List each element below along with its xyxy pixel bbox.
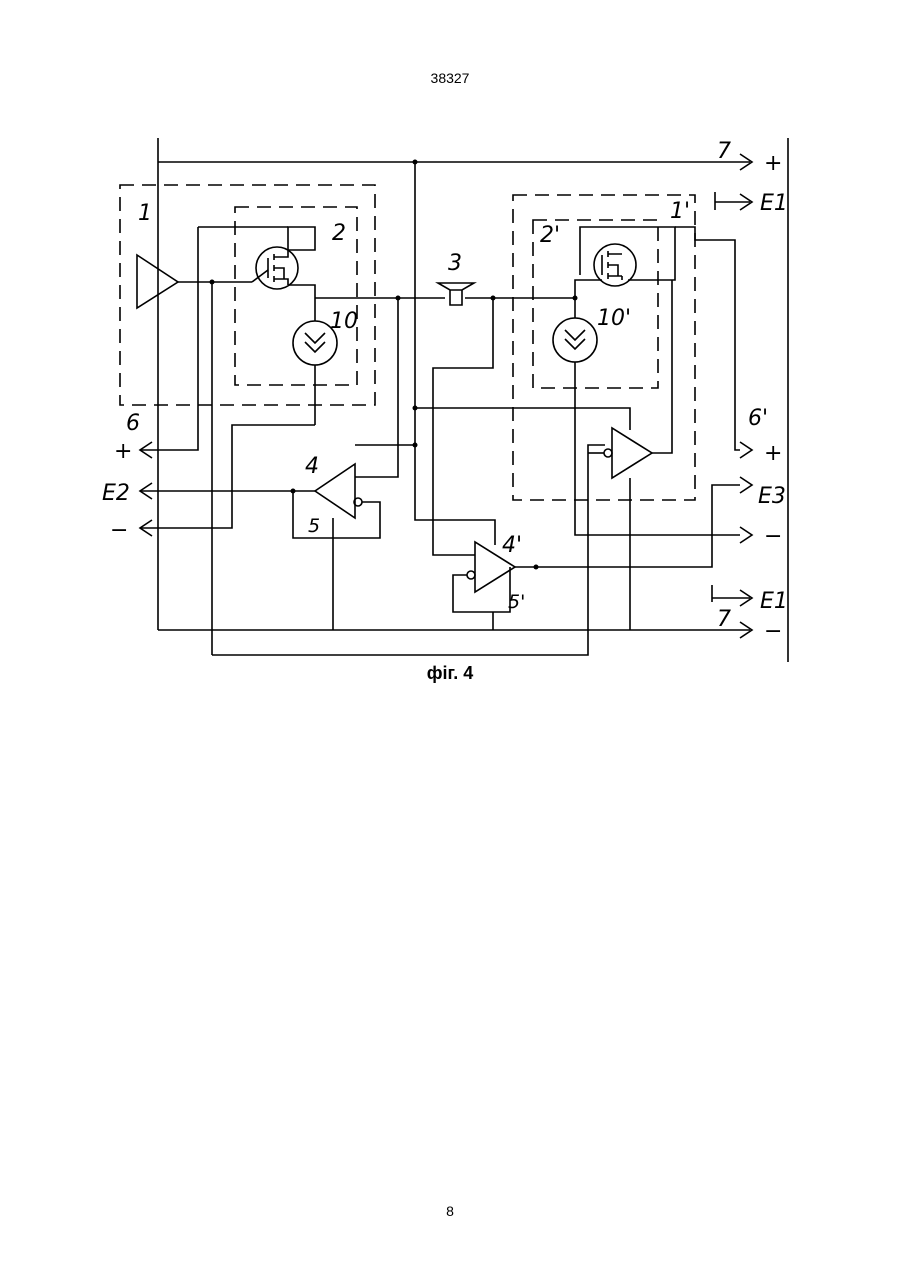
label-output-6: 6: [126, 411, 140, 436]
label-minus-right: −: [764, 524, 782, 549]
amplifier-6p-icon: [612, 428, 652, 478]
circuit-diagram: 1 2 3 10 4 5 6 + E2 − 7 + E1 1' 2' 10' 6…: [100, 130, 800, 670]
wire: [433, 298, 493, 555]
circuit-svg: 1 2 3 10 4 5 6 + E2 − 7 + E1 1' 2' 10' 6…: [100, 130, 800, 670]
label-feedback-5: 5: [308, 515, 320, 537]
wire: [288, 285, 315, 300]
document-number: 38327: [0, 70, 900, 86]
label-minus-bottom: −: [764, 619, 782, 644]
label-block-1: 1: [138, 201, 152, 226]
label-source-10: 10: [330, 309, 358, 334]
label-e3: E3: [758, 484, 786, 509]
current-source-10-arrows: [305, 333, 325, 352]
wire: [288, 227, 315, 250]
label-plus-top: +: [764, 151, 782, 176]
label-block-2p: 2': [540, 223, 560, 248]
label-line-7-top: 7: [717, 139, 731, 164]
junction-dot: [534, 565, 539, 570]
junction-dot: [413, 160, 418, 165]
wire: [140, 227, 198, 450]
arrow-icon: [740, 527, 752, 543]
wire: [355, 298, 398, 477]
label-output-6p: 6': [748, 406, 768, 431]
label-e1-top: E1: [760, 191, 788, 216]
wire: [212, 445, 605, 655]
arrow-icon: [740, 442, 752, 458]
wire: [415, 445, 495, 545]
amplifier-4-icon: [315, 464, 355, 518]
junction-dot: [291, 489, 296, 494]
inverting-input-icon: [604, 449, 612, 457]
feedback-5p-wire: [453, 567, 510, 612]
label-e2: E2: [102, 481, 130, 506]
inverting-input-icon: [467, 571, 475, 579]
feedback-5-wire: [293, 491, 380, 538]
page-number: 8: [0, 1203, 900, 1219]
label-plus-right: +: [764, 441, 782, 466]
label-amp-4p: 4': [502, 533, 522, 558]
current-source-10p-arrows: [565, 330, 585, 349]
wire: [652, 280, 672, 453]
wire: [675, 227, 740, 450]
label-feedback-5p: 5': [508, 591, 525, 613]
label-line-7-bottom: 7: [717, 607, 731, 632]
label-speaker-3: 3: [448, 251, 462, 276]
label-e1-bottom: E1: [760, 589, 788, 614]
label-minus-left: −: [110, 518, 128, 543]
wire: [355, 162, 415, 445]
arrow-icon: [740, 477, 752, 493]
top-bus-wire: [158, 138, 750, 162]
label-source-10p: 10': [597, 306, 631, 331]
label-block-2: 2: [332, 221, 346, 246]
label-plus-left: +: [114, 439, 132, 464]
label-block-1p: 1': [670, 199, 690, 224]
speaker-3-icon: [438, 283, 474, 305]
wire: [415, 408, 630, 430]
wire: [575, 227, 675, 298]
label-amp-4: 4: [305, 454, 319, 479]
wire: [515, 485, 740, 567]
figure-caption: фіг. 4: [0, 663, 900, 684]
mosfet-2p-symbol: [602, 251, 622, 280]
mosfet-2-symbol: [268, 250, 288, 285]
wire: [140, 425, 315, 528]
